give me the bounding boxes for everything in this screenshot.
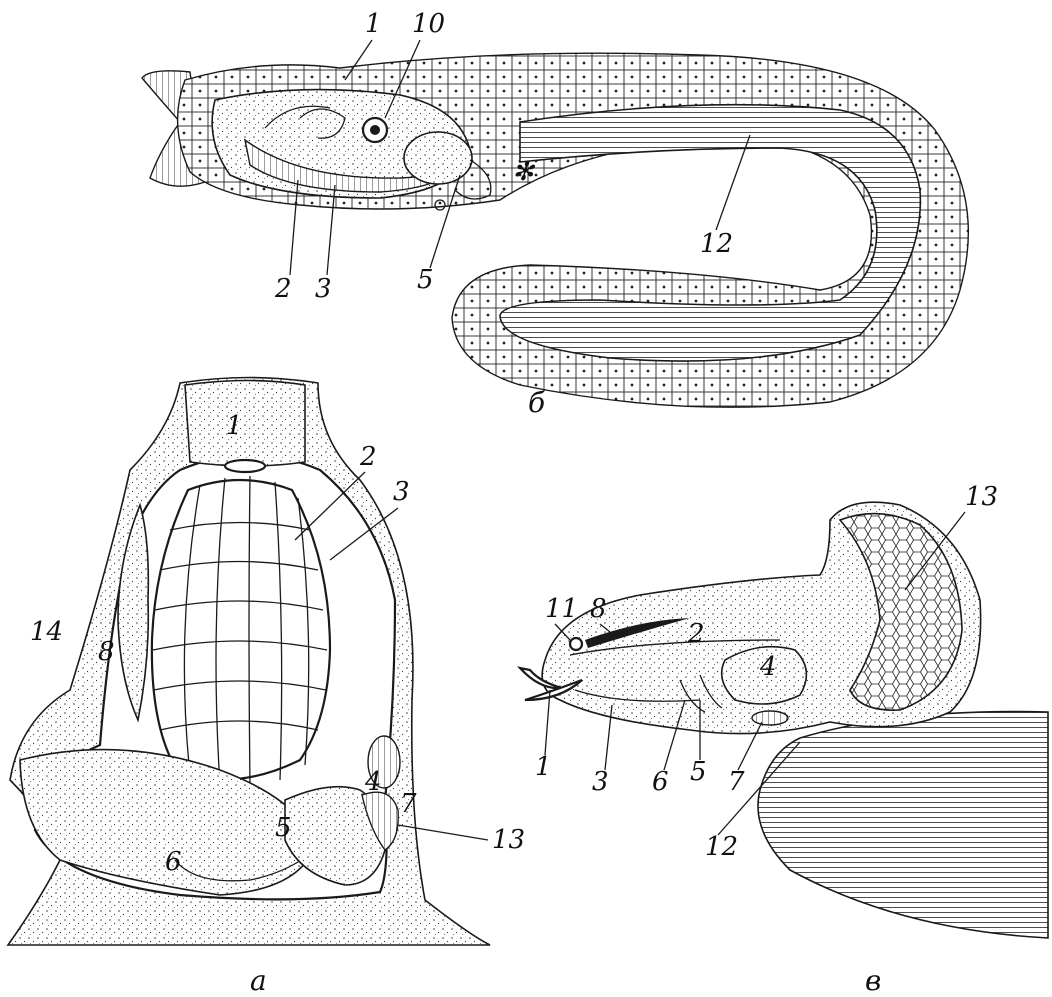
label-b-1: 1 — [365, 9, 382, 39]
label-v-8: 8 — [590, 594, 607, 624]
adult-oral-siphon — [185, 381, 305, 467]
label-a-7: 7 — [400, 789, 417, 819]
panel-a-adult — [8, 378, 490, 946]
label-a-3: 3 — [393, 477, 410, 507]
label-a-2: 2 — [359, 442, 377, 472]
label-b-2: 2 — [274, 274, 292, 304]
label-b-10: 10 — [412, 9, 445, 39]
larva-mesenchyme-mark: ✻ — [512, 157, 536, 187]
label-v-5: 5 — [690, 757, 707, 787]
adult-ganglion — [225, 460, 265, 472]
label-v-4: 4 — [759, 652, 777, 682]
adult-branchial-basket — [152, 480, 330, 780]
larva-ganglion — [404, 132, 472, 184]
label-v-2: 2 — [687, 619, 705, 649]
label-b-12: 12 — [700, 229, 733, 259]
label-a-5: 5 — [275, 813, 292, 843]
label-v-7: 7 — [728, 767, 745, 797]
label-a-14: 14 — [30, 617, 63, 647]
label-b-5: 5 — [417, 265, 434, 295]
juvenile-heart — [752, 711, 788, 725]
label-a-6: 6 — [165, 847, 182, 877]
panel-label-b: б — [528, 386, 546, 419]
label-v-13: 13 — [965, 482, 998, 512]
juvenile-sense-organ — [570, 638, 582, 650]
label-v-6: 6 — [652, 767, 669, 797]
panel-label-v: в — [865, 964, 881, 997]
panel-v-juvenile — [520, 502, 1048, 938]
label-a-1: 1 — [226, 411, 243, 441]
label-v-1: 1 — [535, 752, 552, 782]
panel-b-larva: ✻ — [142, 53, 968, 407]
label-v-12: 12 — [705, 832, 738, 862]
juvenile-tail — [758, 712, 1048, 938]
label-v-3: 3 — [592, 767, 609, 797]
label-a-13: 13 — [492, 825, 525, 855]
label-a-8: 8 — [98, 637, 115, 667]
panel-label-a: а — [250, 964, 267, 997]
label-b-3: 3 — [315, 274, 332, 304]
label-a-4: 4 — [364, 767, 382, 797]
larva-ocellus — [370, 125, 380, 135]
label-v-11: 11 — [545, 594, 578, 624]
